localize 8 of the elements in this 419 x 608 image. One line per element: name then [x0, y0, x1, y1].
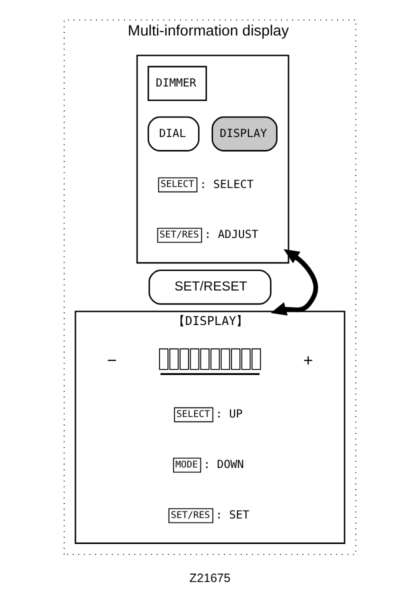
node-label: : SELECT — [199, 178, 254, 191]
node-label: : SET — [215, 508, 249, 522]
label: − — [106, 351, 116, 370]
label: Z21675 — [188, 570, 230, 585]
node-label: : DOWN — [202, 458, 244, 472]
node-label: : UP — [215, 408, 242, 421]
node-label: : ADJUST — [204, 228, 258, 242]
label: + — [302, 351, 313, 370]
